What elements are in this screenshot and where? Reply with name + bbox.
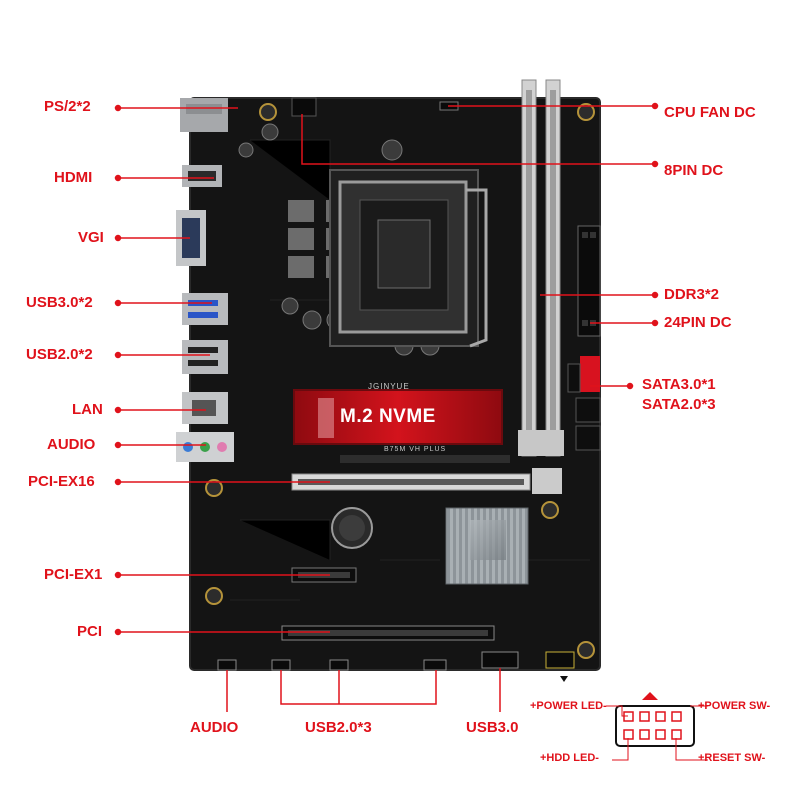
audio-header: [217, 659, 237, 671]
label-pciex16: PCI-EX16: [28, 473, 95, 490]
board-brand: JGINYUE: [368, 382, 410, 391]
sata2-port-3: [575, 425, 601, 451]
usb20-header-1: [271, 659, 291, 671]
usb20-header-3: [423, 659, 447, 671]
ps2-port: [180, 98, 228, 132]
usb30-port: [182, 293, 228, 325]
usb20-port: [182, 340, 228, 374]
label-vgi: VGI: [78, 229, 104, 246]
label-audio-rear: AUDIO: [47, 436, 96, 453]
label-sata3: SATA3.0*1: [642, 376, 716, 393]
front-panel-pinout: [606, 692, 708, 761]
label-ddr3: DDR3*2: [664, 286, 720, 303]
label-ps2: PS/2*2: [44, 98, 91, 115]
label-usb20-headers: USB2.0*3: [305, 719, 372, 736]
label-hdd-led: +HDD LED-: [540, 752, 599, 764]
24pin-connector: [577, 225, 601, 337]
nvme-label: M.2 NVME: [340, 406, 436, 427]
label-usb30-header: USB3.0: [466, 719, 519, 736]
label-pciex1: PCI-EX1: [44, 566, 103, 583]
label-sata2: SATA2.0*3: [642, 396, 716, 413]
right-leaders: [301, 102, 659, 390]
usb20-header-2: [329, 659, 349, 671]
8pin-connector: [291, 97, 317, 117]
label-power-sw: +POWER SW-: [698, 700, 771, 712]
board-model: B75M VH PLUS: [384, 446, 447, 453]
front-panel-pointer: [560, 676, 568, 682]
sata2-port-1: [567, 363, 581, 393]
label-reset-sw: +RESET SW-: [698, 752, 766, 764]
sata3-port: [580, 356, 600, 392]
label-usb30: USB3.0*2: [26, 294, 93, 311]
label-hdmi: HDMI: [54, 169, 93, 186]
label-lan: LAN: [72, 401, 103, 418]
usb30-header: [481, 651, 519, 669]
label-24pin: 24PIN DC: [664, 314, 732, 331]
label-pci: PCI: [77, 623, 103, 640]
label-cpu-fan: CPU FAN DC: [664, 104, 756, 121]
label-audio-front: AUDIO: [190, 719, 239, 736]
label-8pin: 8PIN DC: [664, 162, 724, 179]
label-usb20: USB2.0*2: [26, 346, 93, 363]
front-panel-header: [545, 651, 575, 669]
sata2-port-2: [575, 397, 601, 423]
label-power-led: +POWER LED-: [530, 700, 607, 712]
